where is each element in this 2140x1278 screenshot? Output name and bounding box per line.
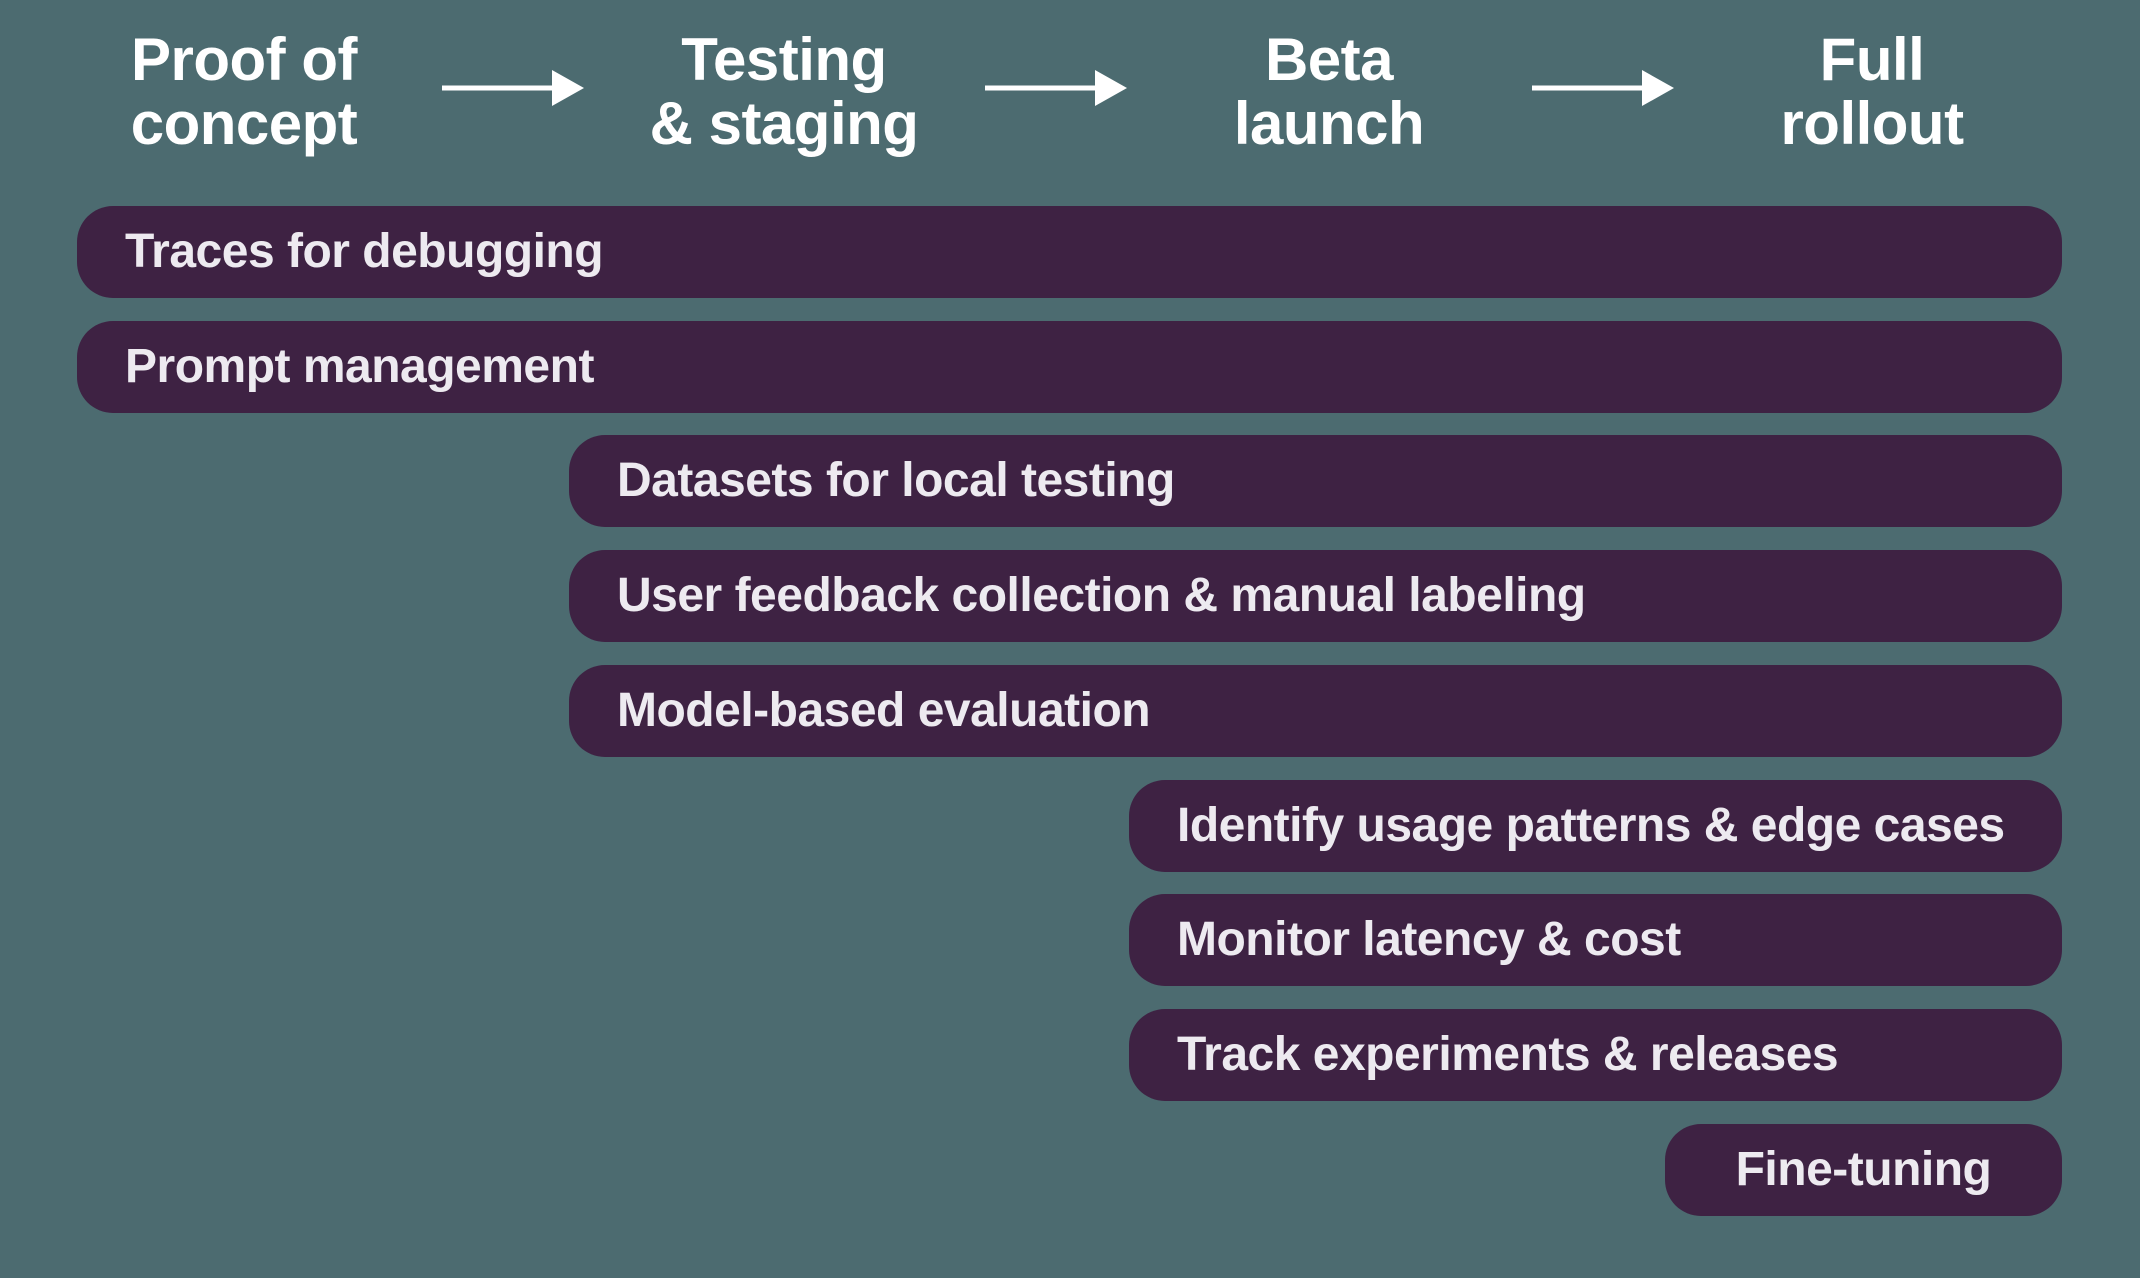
bar-fine-tuning: Fine-tuning: [1665, 1124, 2062, 1216]
bar-prompt-management: Prompt management: [77, 321, 2062, 413]
stage-label-line1: Testing: [681, 26, 887, 93]
bar-model-based-evaluation: Model-based evaluation: [569, 665, 2062, 757]
arrow-right-icon: [985, 70, 1127, 106]
stage-label-line1: Beta: [1264, 26, 1394, 93]
stage-proof-of-concept: Proof of concept: [14, 28, 474, 156]
stage-label-line2: launch: [1233, 90, 1425, 157]
stage-label-line2: rollout: [1780, 90, 1964, 157]
stage-label-line2: concept: [130, 90, 358, 157]
stage-label-line2: & staging: [649, 90, 919, 157]
stage-full-rollout: Full rollout: [1642, 28, 2102, 156]
arrow-right-icon: [1532, 70, 1674, 106]
bar-identify-usage-patterns: Identify usage patterns & edge cases: [1129, 780, 2062, 872]
bar-user-feedback-collection: User feedback collection & manual labeli…: [569, 550, 2062, 642]
arrow-right-icon: [442, 70, 584, 106]
stage-testing-staging: Testing & staging: [554, 28, 1014, 156]
bar-datasets-for-local-testing: Datasets for local testing: [569, 435, 2062, 527]
stage-label-line1: Full: [1819, 26, 1925, 93]
bar-traces-for-debugging: Traces for debugging: [77, 206, 2062, 298]
stage-beta-launch: Beta launch: [1099, 28, 1559, 156]
bar-monitor-latency-cost: Monitor latency & cost: [1129, 894, 2062, 986]
stage-label-line1: Proof of: [131, 26, 357, 93]
bar-track-experiments-releases: Track experiments & releases: [1129, 1009, 2062, 1101]
